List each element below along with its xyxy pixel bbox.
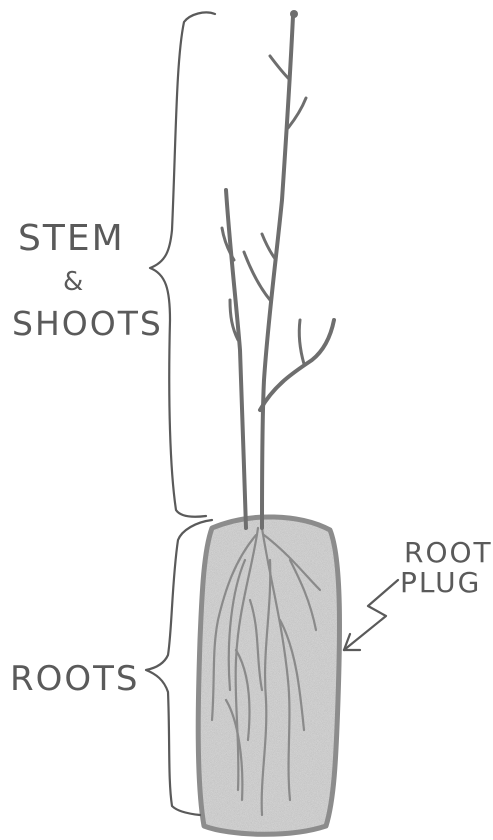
left-stem (226, 190, 246, 528)
stem-tip (290, 10, 298, 18)
twig-top-1 (270, 56, 290, 80)
root-plug (198, 517, 339, 834)
stem-shoots-bracket (150, 12, 215, 516)
stem-and-shoots (222, 10, 334, 528)
right-branch-twig (299, 320, 304, 364)
stem-label-amp: & (63, 267, 85, 297)
twig-mid-2 (262, 234, 276, 260)
root-plug-arrow (344, 580, 398, 650)
twig-top-2 (288, 98, 306, 128)
right-branch (260, 320, 334, 410)
twig-mid-1 (244, 252, 270, 300)
stem-label-line2: SHOOTS (12, 304, 163, 343)
roots-label: ROOTS (10, 659, 140, 699)
root-plug-label-line1: ROOT (404, 536, 493, 569)
stem-label-line1: STEM (18, 218, 125, 259)
main-stem (262, 16, 293, 528)
root-plug-label-line2: PLUG (400, 566, 481, 599)
